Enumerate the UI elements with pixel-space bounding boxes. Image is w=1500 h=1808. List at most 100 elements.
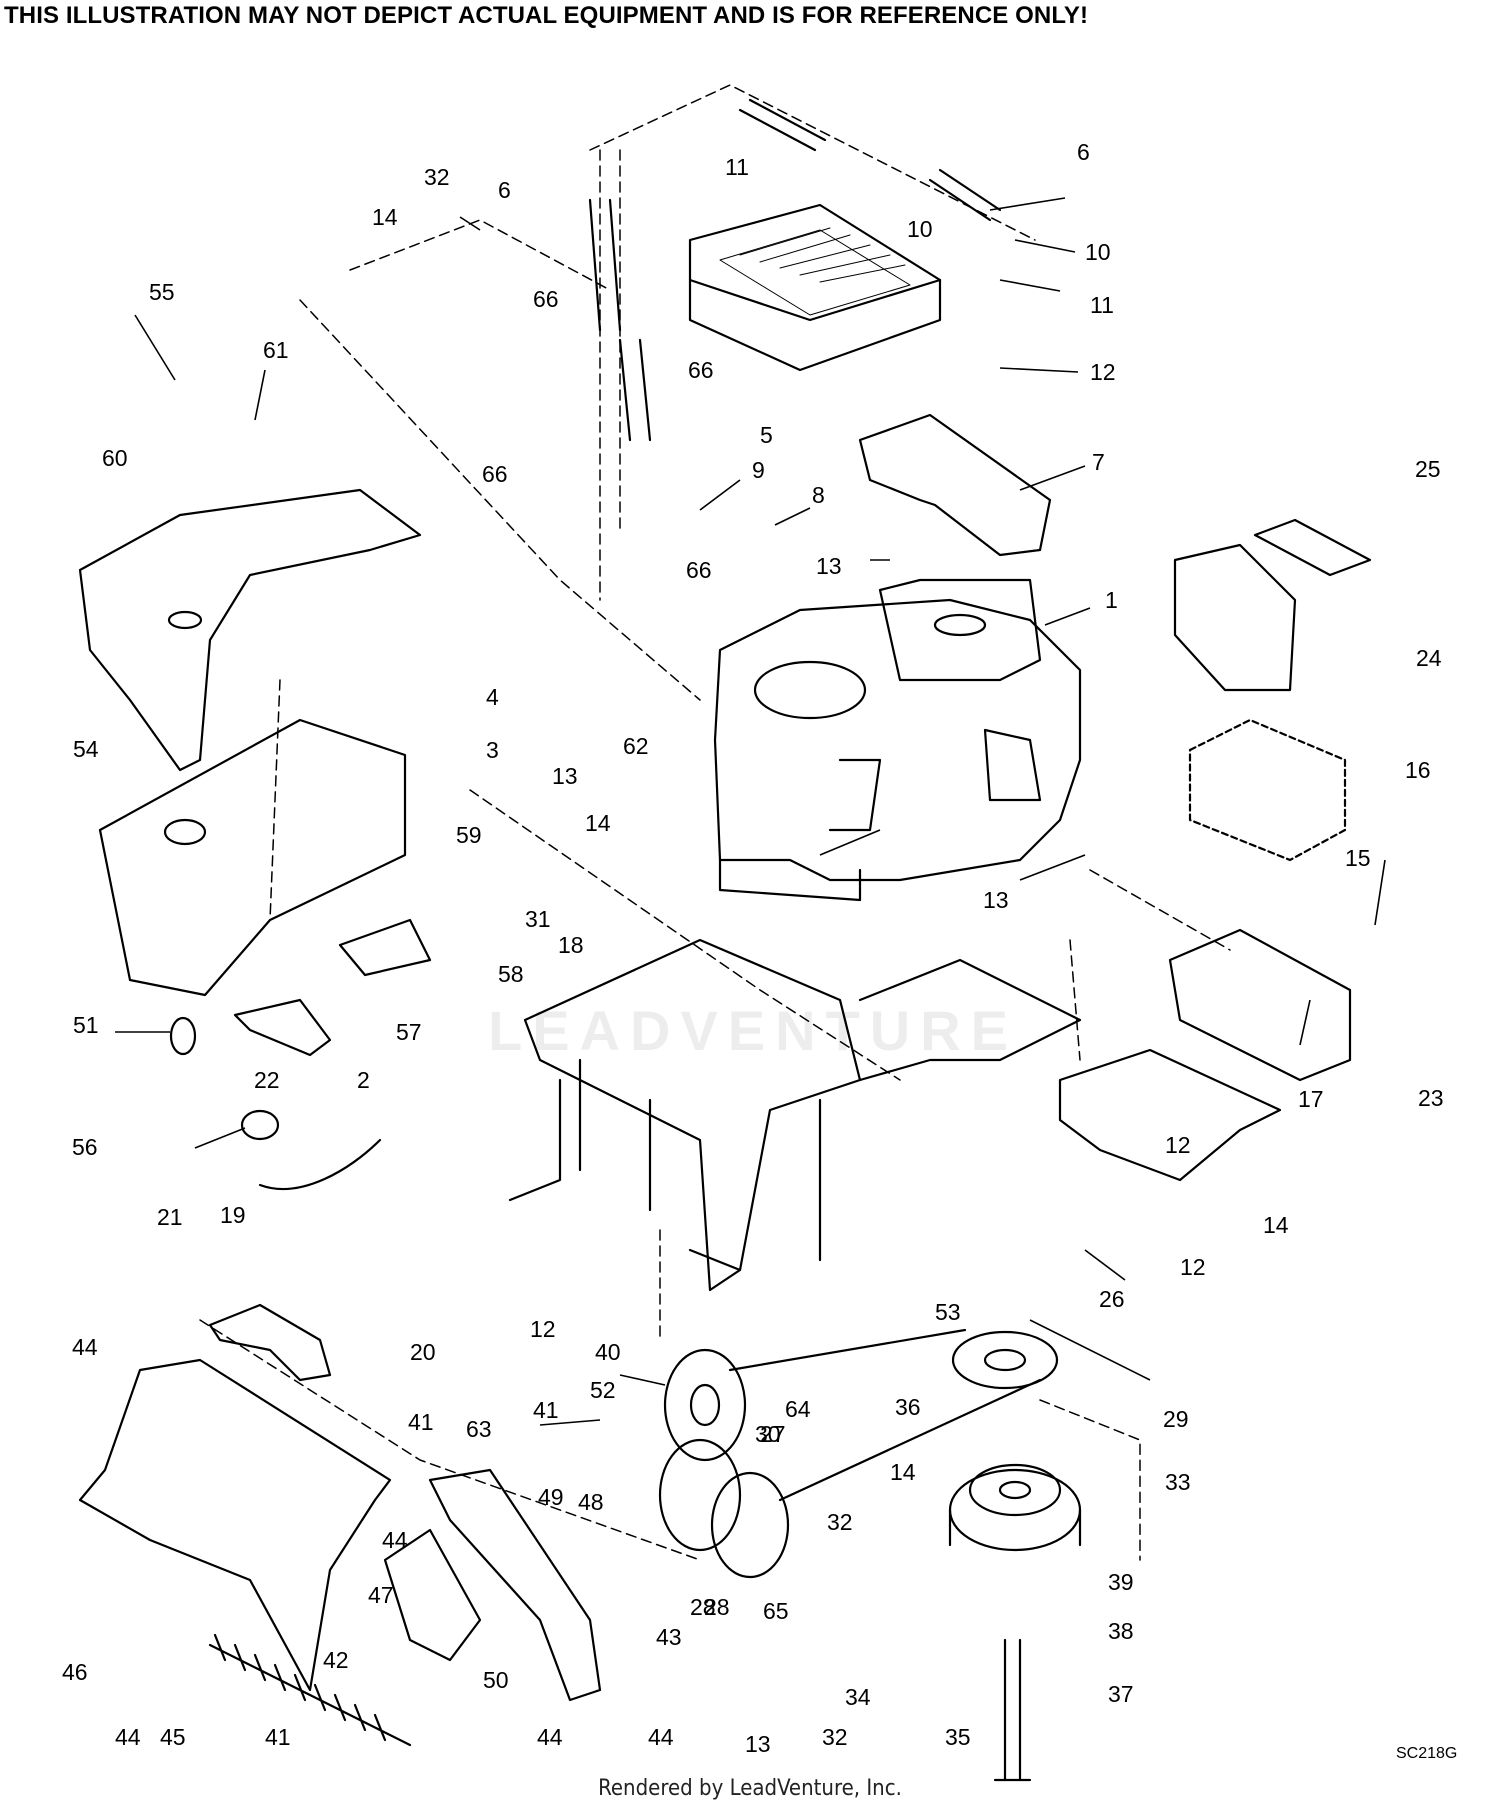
callout: 42 (323, 1647, 349, 1673)
callout: 59 (456, 822, 482, 848)
callout: 31 (525, 906, 551, 932)
callout: 6 (498, 177, 511, 203)
callout: 11 (725, 154, 749, 180)
connector-part-23 (240, 1109, 280, 1141)
bolt-part-37 (993, 1638, 1032, 1782)
hose-part-6b (928, 168, 1002, 222)
callout: 49 (538, 1484, 564, 1510)
callout: 19 (220, 1202, 246, 1228)
callout: 57 (396, 1019, 422, 1045)
callout: 28 (690, 1594, 716, 1620)
callout: 51 (73, 1012, 99, 1038)
callout: 5 (760, 422, 773, 448)
callout: 55 (149, 279, 175, 305)
callout: 21 (157, 1204, 183, 1230)
cover-part-25 (1173, 543, 1297, 692)
callout: 29 (1163, 1406, 1189, 1432)
footer-credit: Rendered by LeadVenture, Inc. (598, 1776, 902, 1801)
callout: 52 (590, 1377, 616, 1403)
callout: 12 (530, 1316, 556, 1342)
callout: 60 (102, 445, 128, 471)
callout: 40 (595, 1339, 621, 1365)
callout: 9 (752, 457, 765, 483)
callout: 44 (537, 1724, 563, 1750)
callout: 36 (895, 1394, 921, 1420)
callout: 50 (483, 1667, 509, 1693)
callout: 41 (533, 1397, 559, 1423)
callout: 12 (1180, 1254, 1206, 1280)
callout: 13 (552, 763, 578, 789)
callout: 41 (265, 1724, 291, 1750)
bracket-part-7 (858, 413, 1052, 557)
callout-labels: 1 2 3 4 5 6 6 7 8 9 10 10 11 11 12 12 12… (62, 139, 1444, 1757)
callout: 66 (533, 286, 559, 312)
pulley-assembly (658, 1328, 1059, 1579)
callout: 24 (1416, 645, 1442, 671)
callout: 32 (822, 1724, 848, 1750)
callout: 8 (812, 482, 825, 508)
pad-part-26 (1253, 518, 1372, 577)
callout: 4 (486, 684, 499, 710)
callout: 47 (368, 1582, 394, 1608)
callout: 64 (785, 1396, 811, 1422)
callout: 12 (1090, 359, 1116, 385)
callout: 33 (1165, 1469, 1191, 1495)
callout: 35 (945, 1724, 971, 1750)
leader-lines (115, 197, 1386, 1426)
battery (1188, 718, 1347, 862)
callout: 39 (1108, 1569, 1134, 1595)
callout: 65 (763, 1598, 789, 1624)
callout: 48 (578, 1489, 604, 1515)
callout: 11 (1090, 292, 1114, 318)
callout: 43 (656, 1624, 682, 1650)
callout: 58 (498, 961, 524, 987)
callout: 32 (827, 1509, 853, 1535)
callout: 44 (382, 1527, 408, 1553)
callout: 17 (1298, 1086, 1324, 1112)
callout: 14 (890, 1459, 916, 1485)
callout: 18 (558, 932, 584, 958)
hose-part-66 (588, 198, 652, 442)
callout: 56 (72, 1134, 98, 1160)
hose-part-6 (738, 98, 827, 152)
callout: 2 (357, 1067, 370, 1093)
arm-part-49 (428, 1468, 602, 1702)
callout: 26 (1099, 1286, 1125, 1312)
callout: 6 (1077, 139, 1090, 165)
callout: 38 (1108, 1618, 1134, 1644)
callout: 63 (466, 1416, 492, 1442)
callout: 45 (160, 1724, 186, 1750)
bracket-part-58 (338, 918, 432, 977)
bracket-part-42 (383, 1528, 482, 1662)
assembly-lines (199, 84, 1231, 1561)
callout: 16 (1405, 757, 1431, 783)
callout: 1 (1105, 587, 1118, 613)
callout: 66 (482, 461, 508, 487)
mounting-plate (78, 1358, 392, 1692)
callout: 15 (1345, 845, 1371, 871)
callout: 22 (254, 1067, 280, 1093)
callout: 46 (62, 1659, 88, 1685)
callout: 62 (623, 733, 649, 759)
callout: 53 (935, 1299, 961, 1325)
watermark: LEADVENTURE (488, 999, 1019, 1062)
callout: 13 (745, 1731, 771, 1757)
callout: 10 (907, 216, 933, 242)
disclaimer-banner: THIS ILLUSTRATION MAY NOT DEPICT ACTUAL … (4, 2, 1089, 29)
callout: 14 (1263, 1212, 1289, 1238)
fitting-part-51 (169, 1016, 197, 1056)
callout: 20 (410, 1339, 436, 1365)
battery-tray-part-16 (1168, 928, 1352, 1082)
callout: 27 (760, 1421, 786, 1447)
callout: 13 (983, 887, 1009, 913)
fuel-tank-part-54 (98, 718, 407, 997)
callout: 7 (1092, 449, 1105, 475)
callout: 34 (845, 1684, 871, 1710)
callout: 61 (263, 337, 289, 363)
callout: 44 (115, 1724, 141, 1750)
callout: 54 (73, 736, 99, 762)
oil-cooler-part-5 (688, 203, 942, 372)
callout: 28 (704, 1594, 730, 1620)
engine-part-1 (713, 578, 1082, 902)
